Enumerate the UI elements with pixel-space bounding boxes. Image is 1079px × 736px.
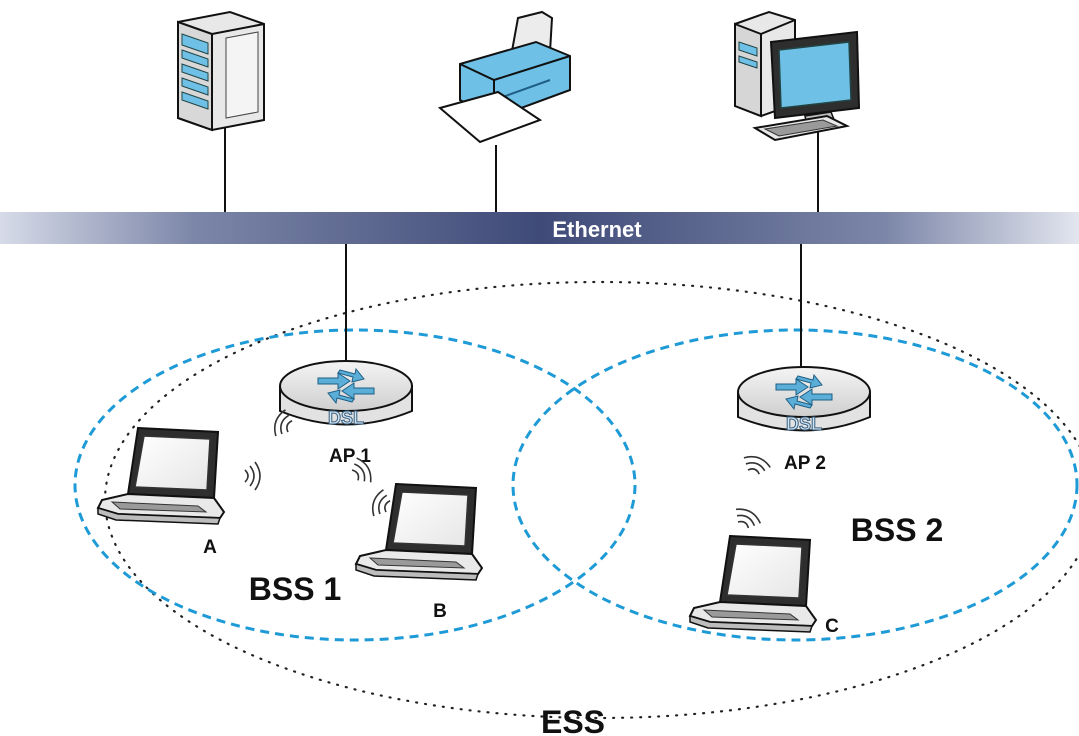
bss-2-label: BSS 2 (851, 512, 943, 548)
ethernet-label: Ethernet (552, 217, 642, 242)
server-icon (177, 10, 265, 132)
laptop-icon (97, 427, 225, 525)
ap-1-dsl-badge: DSL (328, 408, 364, 428)
wireless-signal-icon (730, 504, 764, 533)
wireless-signal-icon (368, 487, 394, 521)
client-c-label: C (825, 616, 839, 637)
client-a-label: A (203, 537, 217, 558)
router-icon: DSL (737, 366, 871, 435)
ap-2-dsl-badge: DSL (786, 414, 822, 434)
router-icon: DSL (279, 360, 413, 429)
ess-boundary (104, 280, 1079, 720)
desktop-computer-icon (734, 10, 861, 142)
wireless-signal-icon (244, 461, 261, 491)
ap-1-label: AP 1 (329, 446, 371, 467)
ess-label: ESS (541, 704, 605, 736)
ap-2-label: AP 2 (784, 453, 826, 474)
bss-2-boundary (511, 328, 1079, 642)
bss-1-boundary (73, 328, 637, 642)
ethernet-band (0, 212, 1079, 244)
printer-icon (437, 10, 571, 144)
wireless-signal-icon (739, 452, 773, 478)
bss-1-label: BSS 1 (249, 571, 341, 607)
client-b-label: B (433, 601, 447, 622)
laptop-icon (689, 535, 817, 633)
